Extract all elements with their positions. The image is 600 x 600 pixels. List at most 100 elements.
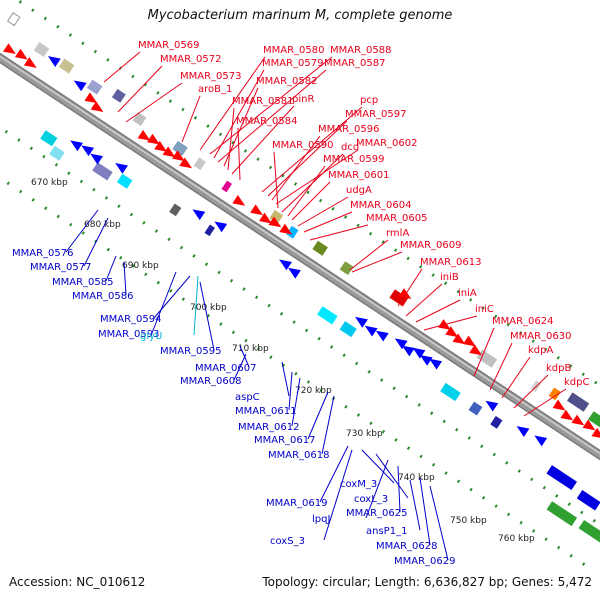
forward-gene-label: MMAR_0601 — [328, 170, 390, 181]
reverse-arrow-0 — [70, 140, 83, 152]
reverse-gene-label: MMAR_0586 — [72, 291, 134, 302]
reverse-label-leader — [233, 353, 247, 381]
reverse-label-leader — [153, 275, 191, 319]
forward-arrow-24 — [571, 414, 585, 426]
forward-arrow-23 — [560, 409, 574, 421]
reverse-gene-block-14 — [578, 519, 600, 543]
kbp-tick-label: 680 kbp — [84, 220, 121, 230]
reverse-gene-block-4 — [169, 203, 182, 217]
reverse-label-leader — [419, 477, 431, 546]
forward-label-leader — [227, 107, 235, 171]
forward-label-leader — [271, 135, 321, 201]
reverse-gene-label: aspC — [235, 392, 260, 403]
forward-gene-block-12 — [339, 261, 354, 276]
kbp-tick-label: 710 kbp — [232, 344, 269, 354]
forward-arrow-19 — [452, 333, 466, 345]
forward-label-leader — [523, 388, 567, 417]
reverse-gene-label: ansP1_1 — [366, 526, 407, 537]
forward-arrow-15 — [279, 223, 293, 235]
reverse-arrow-19 — [47, 56, 61, 67]
reverse-gene-label: MMAR_0612 — [238, 422, 300, 433]
forward-arrow-6 — [147, 133, 160, 145]
forward-arrow-22 — [552, 399, 566, 411]
reverse-label-leader — [365, 459, 389, 519]
reverse-gene-block-13 — [546, 501, 578, 527]
reverse-gene-label: MMAR_0619 — [266, 498, 328, 509]
forward-gene-block-8 — [221, 180, 233, 193]
reverse-arrow-16 — [485, 400, 499, 412]
forward-label-leader — [423, 315, 478, 331]
rna-gene-label: glyU — [140, 331, 162, 342]
forward-gene-block-1 — [33, 42, 50, 58]
reverse-label-leader — [281, 361, 290, 397]
forward-arrow-9 — [172, 150, 185, 162]
forward-label-leader — [415, 299, 461, 323]
forward-gene-block-5 — [132, 112, 147, 127]
reverse-arrow-6 — [279, 259, 292, 271]
forward-gene-label: MMAR_0599 — [323, 154, 385, 165]
reverse-arrow-10 — [375, 330, 389, 342]
forward-gene-block-18 — [588, 411, 600, 429]
reverse-arrow-12 — [402, 345, 415, 357]
forward-label-leader — [351, 251, 403, 273]
reverse-gene-label: MMAR_0577 — [30, 262, 92, 273]
reverse-label-leader — [429, 485, 449, 561]
reverse-arrow-20 — [73, 80, 87, 92]
forward-gene-label: MMAR_0582 — [256, 76, 318, 87]
reverse-gene-block-9 — [468, 401, 483, 416]
forward-label-leader — [199, 56, 266, 151]
reverse-gene-label: MMAR_0629 — [394, 556, 456, 567]
forward-gene-block-3 — [86, 79, 103, 95]
reverse-label-leader — [199, 281, 215, 351]
forward-label-leader — [309, 224, 369, 241]
forward-gene-block-10 — [286, 225, 299, 239]
kbp-tick-label: 670 kbp — [31, 178, 68, 188]
reverse-arrow-15 — [429, 358, 443, 370]
forward-gene-block-6 — [172, 140, 188, 156]
forward-gene-block-11 — [312, 240, 328, 256]
forward-arrow-3 — [84, 92, 98, 104]
reverse-gene-label: MMAR_0618 — [268, 450, 330, 461]
kbp-tick-label: 700 kbp — [190, 303, 227, 313]
forward-gene-block-16 — [548, 387, 561, 401]
reverse-gene-label: MMAR_0593 — [98, 329, 160, 340]
reverse-gene-block-5 — [204, 224, 215, 237]
reverse-gene-label: MMAR_0607 — [195, 363, 257, 374]
forward-arrow-1 — [14, 48, 28, 60]
forward-gene-label: MMAR_0630 — [510, 331, 572, 342]
forward-gene-label: MMAR_0581 — [232, 96, 294, 107]
reverse-arrow-13 — [412, 347, 426, 359]
reverse-label-leader — [151, 271, 177, 334]
forward-gene-label: MMAR_0604 — [350, 200, 412, 211]
reverse-gene-block-2 — [92, 162, 113, 181]
forward-label-leader — [213, 69, 265, 159]
forward-gene-label: rmlA — [386, 228, 409, 239]
reverse-label-leader — [319, 445, 349, 503]
reverse-gene-label: MMAR_0611 — [235, 406, 297, 417]
forward-arrow-4 — [90, 101, 104, 112]
reverse-gene-block-7 — [339, 321, 357, 338]
forward-gene-label: iniA — [458, 288, 477, 299]
forward-gene-label: kdpB — [546, 363, 571, 374]
forward-label-leader — [125, 82, 183, 123]
kbp-tick-label: 720 kbp — [295, 386, 332, 396]
forward-gene-label: aroB_1 — [198, 84, 232, 95]
reverse-gene-block-1 — [49, 145, 65, 161]
forward-arrow-8 — [162, 146, 176, 158]
map-title: Mycobacterium marinum M, complete genome — [147, 8, 453, 23]
reverse-gene-block-10 — [490, 415, 503, 429]
forward-gene-label: kdpC — [564, 377, 589, 388]
forward-label-leader — [209, 56, 333, 155]
forward-label-leader — [273, 151, 279, 209]
reverse-gene-label: lpqJ — [312, 514, 330, 525]
reverse-label-leader — [361, 449, 395, 484]
reverse-label-leader — [193, 275, 199, 336]
reverse-label-leader — [123, 261, 127, 296]
reverse-arrow-5 — [214, 221, 228, 233]
forward-gene-block-7 — [193, 157, 206, 171]
kbp-tick-label: 730 kbp — [346, 429, 383, 439]
forward-label-leader — [501, 356, 531, 399]
reverse-arrow-1 — [81, 145, 95, 157]
reverse-label-leader — [409, 479, 421, 531]
forward-gene-label: iniB — [440, 272, 459, 283]
